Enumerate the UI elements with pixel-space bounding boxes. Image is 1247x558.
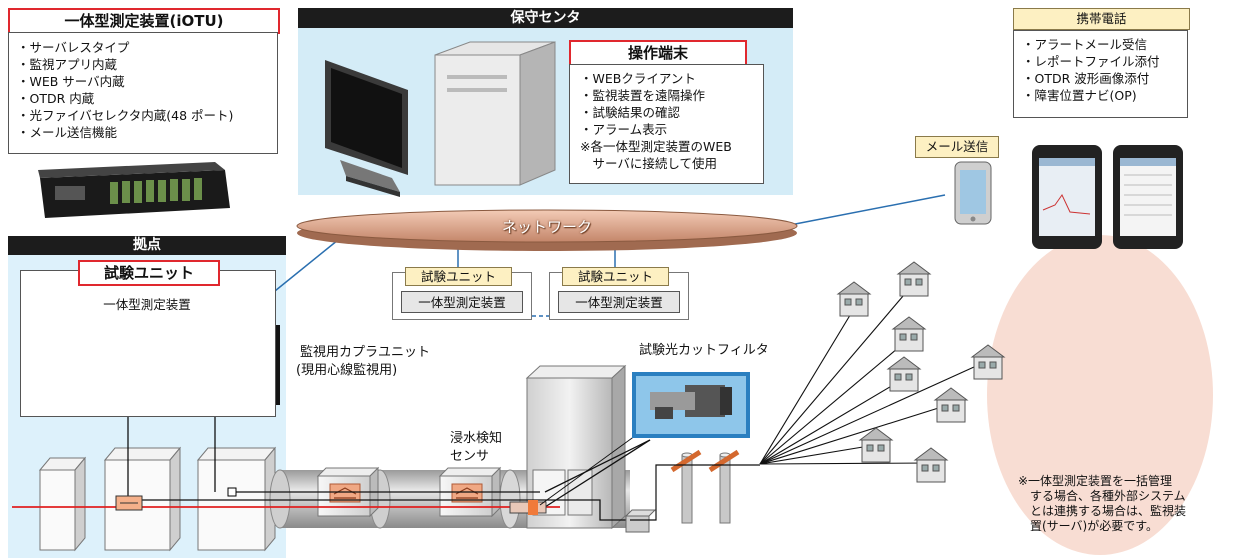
terminal-feature: ・WEBクライアント <box>580 71 696 86</box>
iotu-feature: ・WEB サーバ内蔵 <box>17 74 125 89</box>
mobile-feature: ・OTDR 波形画像添付 <box>1022 71 1150 86</box>
note-line: する場合、各種外部システム <box>1030 489 1186 503</box>
test-unit-device: 一体型測定装置 <box>401 291 523 313</box>
site-unit-box <box>20 270 276 417</box>
iotu-feature: ・監視アプリ内蔵 <box>17 57 118 72</box>
mobile-feature: ・障害位置ナビ(OP) <box>1022 88 1137 103</box>
mobile-feature: ・レポートファイル添付 <box>1022 54 1160 69</box>
coupler-label: 監視用カプラユニット <box>300 345 431 360</box>
mobile-feature-box: ・アラートメール受信 ・レポートファイル添付 ・OTDR 波形画像添付 ・障害位… <box>1013 30 1188 118</box>
terminal-feature: ・監視装置を遠隔操作 <box>580 88 706 103</box>
water-sensor-icons <box>329 483 483 503</box>
test-unit-2: 試験ユニット 一体型測定装置 <box>549 267 689 320</box>
iotu-feature: ・光ファイバセレクタ内蔵(48 ポート) <box>17 108 234 123</box>
water-sensor-label-2: センサ <box>450 449 490 464</box>
filter-component <box>509 500 547 515</box>
iotu-device-image <box>38 162 230 218</box>
coupler-sub-label: (現用心線監視用) <box>296 363 398 378</box>
mobile-feature: ・アラートメール受信 <box>1022 37 1148 52</box>
filter-label: 試験光カットフィルタ <box>639 343 769 358</box>
terminal-feature: サーバに接続して使用 <box>580 156 718 171</box>
note-line: とは連携する場合は、監視装 <box>1030 504 1187 518</box>
iotu-feature: ・メール送信機能 <box>17 125 118 140</box>
server-tower-illustration <box>434 41 556 186</box>
test-unit-title: 試験ユニット <box>562 267 669 286</box>
utility-poles <box>630 449 760 524</box>
iotu-title: 一体型測定装置(iOTU) <box>8 8 280 34</box>
terminal-feature-box: ・WEBクライアント ・監視装置を遠隔操作 ・試験結果の確認 ・アラーム表示 ※… <box>569 64 764 184</box>
site-unit-title: 試験ユニット <box>78 260 220 286</box>
monitor-illustration <box>325 60 408 197</box>
houses <box>836 261 1006 483</box>
iotu-feature-box: ・サーバレスタイプ ・監視アプリ内蔵 ・WEB サーバ内蔵 ・OTDR 内蔵 ・… <box>8 32 278 154</box>
site-device-label: 一体型測定装置 <box>103 297 191 312</box>
terminal-feature: ・アラーム表示 <box>580 122 668 137</box>
site-title: 拠点 <box>8 236 286 255</box>
test-unit-title: 試験ユニット <box>405 267 512 286</box>
mobile-title: 携帯電話 <box>1013 8 1190 30</box>
site-frames <box>38 446 277 552</box>
test-unit-device: 一体型測定装置 <box>558 291 680 313</box>
junction-box <box>624 509 657 533</box>
outdoor-cabinet <box>525 364 627 530</box>
iotu-feature: ・OTDR 内蔵 <box>17 91 95 106</box>
iotu-feature: ・サーバレスタイプ <box>17 40 130 55</box>
drop-fibers <box>759 281 986 465</box>
maintenance-center-title: 保守センタ <box>298 8 793 28</box>
terminal-title: 操作端末 <box>569 40 747 66</box>
mail-send-label: メール送信 <box>915 136 999 158</box>
test-unit-1: 試験ユニット 一体型測定装置 <box>392 267 532 320</box>
coupler-symbol <box>115 495 143 511</box>
fiber-black <box>128 439 651 521</box>
note-line: 置(サーバ)が必要です。 <box>1030 519 1159 533</box>
note-line: ※一体型測定装置を一括管理 <box>1018 474 1173 488</box>
customer-area <box>987 235 1213 555</box>
note: ※一体型測定装置を一括管理 する場合、各種外部システム とは連携する場合は、監視… <box>1018 474 1243 534</box>
filter-photo <box>632 372 750 438</box>
smartphone-screens <box>1032 145 1183 249</box>
terminal-feature: ・試験結果の確認 <box>580 105 681 120</box>
phone-icon <box>954 161 992 225</box>
water-sensor-label-1: 浸水検知 <box>450 431 503 446</box>
network-label: ネットワーク <box>501 218 592 236</box>
terminal-feature: ※各一体型測定装置のWEB <box>580 139 732 154</box>
